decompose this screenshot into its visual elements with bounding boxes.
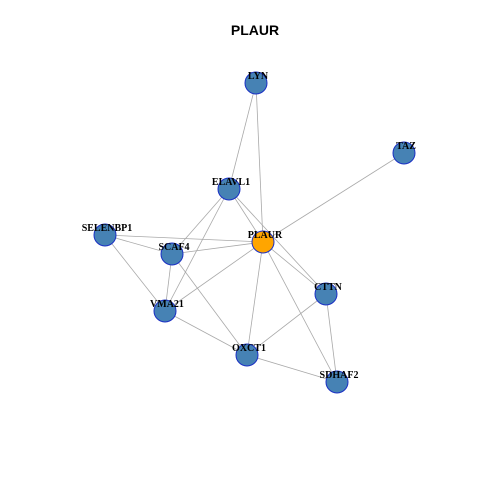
edge-selenbp1-vma21 xyxy=(104,234,166,312)
graph-title: PLAUR xyxy=(231,22,279,38)
edge-selenbp1-scaf4 xyxy=(104,234,173,255)
node-label-oxct1: OXCT1 xyxy=(232,343,266,354)
node-circle-cttn xyxy=(314,282,338,306)
node-label-plaur: PLAUR xyxy=(248,230,283,241)
node-label-sdhaf2: SDHAF2 xyxy=(320,370,359,381)
edge-plaur-vma21 xyxy=(164,241,264,312)
node-circle-sdhaf2 xyxy=(325,370,349,394)
node-label-cttn: CTTN xyxy=(314,282,343,293)
edge-taz-plaur xyxy=(262,152,405,243)
node-label-scaf4: SCAF4 xyxy=(158,242,189,253)
edge-oxct1-cttn xyxy=(246,293,327,356)
edge-selenbp1-plaur xyxy=(104,234,264,243)
node-circle-plaur xyxy=(251,230,275,254)
node-label-vma21: VMA21 xyxy=(150,299,184,310)
edge-scaf4-plaur xyxy=(171,241,264,255)
node-circle-elavl1 xyxy=(217,177,241,201)
node-label-elavl1: ELAVL1 xyxy=(212,177,250,188)
node-lyn: LYN xyxy=(244,71,269,95)
node-selenbp1: SELENBP1 xyxy=(82,223,133,247)
node-vma21: VMA21 xyxy=(150,299,184,323)
edge-lyn-elavl1 xyxy=(228,82,257,190)
edge-plaur-sdhaf2 xyxy=(262,241,338,383)
node-scaf4: SCAF4 xyxy=(158,242,190,266)
node-label-lyn: LYN xyxy=(248,71,269,82)
edge-cttn-sdhaf2 xyxy=(325,293,338,383)
node-label-selenbp1: SELENBP1 xyxy=(82,223,133,234)
node-circle-lyn xyxy=(244,71,268,95)
node-cttn: CTTN xyxy=(314,282,343,306)
edge-lyn-plaur xyxy=(255,82,264,243)
node-taz: TAZ xyxy=(392,141,416,165)
edge-scaf4-oxct1 xyxy=(171,253,248,356)
node-circle-taz xyxy=(392,141,416,165)
edge-elavl1-scaf4 xyxy=(171,188,230,255)
edge-plaur-oxct1 xyxy=(246,241,264,356)
edge-elavl1-cttn xyxy=(228,188,327,295)
edge-oxct1-sdhaf2 xyxy=(246,354,338,383)
node-oxct1: OXCT1 xyxy=(232,343,266,367)
node-plaur: PLAUR xyxy=(248,230,283,254)
node-circle-scaf4 xyxy=(160,242,184,266)
edge-vma21-oxct1 xyxy=(164,310,248,356)
node-circle-selenbp1 xyxy=(93,223,117,247)
node-circle-vma21 xyxy=(153,299,177,323)
edge-plaur-cttn xyxy=(262,241,327,295)
node-sdhaf2: SDHAF2 xyxy=(320,370,359,394)
node-circle-oxct1 xyxy=(235,343,259,367)
node-label-taz: TAZ xyxy=(396,141,416,152)
node-elavl1: ELAVL1 xyxy=(212,177,250,201)
edge-elavl1-vma21 xyxy=(164,188,230,312)
